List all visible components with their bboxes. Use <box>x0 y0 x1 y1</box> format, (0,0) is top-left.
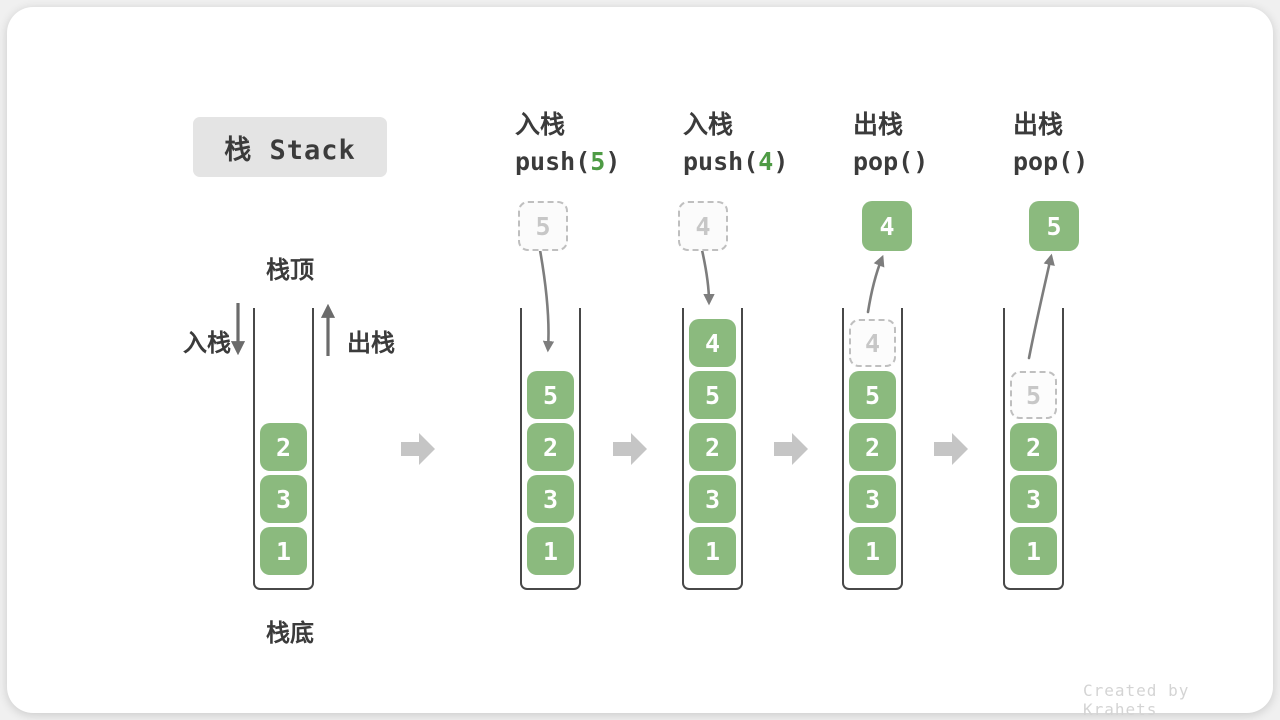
operation-label: 入栈 push(5) <box>515 110 695 177</box>
stack-item: 1 <box>1010 527 1057 575</box>
stack-item: 5 <box>689 371 736 419</box>
stack-item-ghost: 4 <box>849 319 896 367</box>
stack-item: 5 <box>849 371 896 419</box>
stack-item: 3 <box>260 475 307 523</box>
watermark: Created by Krahets <box>1083 681 1190 719</box>
pop-4-arrow <box>866 254 885 314</box>
operation-code-text: pop() <box>853 147 929 176</box>
stack-item: 1 <box>849 527 896 575</box>
stack-container-after-push-4 <box>682 308 743 590</box>
operation-code: pop() <box>853 147 1033 177</box>
operation-code: pop() <box>1013 147 1193 177</box>
next-state-arrow <box>613 433 647 465</box>
operation-label: 入栈 push(4) <box>683 110 863 177</box>
stack-container-after-pop-4 <box>842 308 903 590</box>
operation-code-text: pop() <box>1013 147 1089 176</box>
push-4-arrow <box>700 248 715 306</box>
stack-item: 4 <box>689 319 736 367</box>
stack-item: 3 <box>1010 475 1057 523</box>
incoming-item: 4 <box>678 201 728 251</box>
operation-code-text: push( <box>683 147 759 176</box>
stack-item: 3 <box>849 475 896 523</box>
title-badge: 栈 Stack <box>193 117 387 177</box>
pop-side-label: 出栈 <box>347 330 395 357</box>
operation-code-argument: 4 <box>758 147 774 176</box>
stack-item: 5 <box>527 371 574 419</box>
stack-item: 2 <box>1010 423 1057 471</box>
stack-item: 1 <box>260 527 307 575</box>
operation-name: 入栈 <box>683 111 734 139</box>
operation-name: 出栈 <box>853 111 904 139</box>
stack-bottom-label: 栈底 <box>266 620 314 647</box>
popped-item: 4 <box>862 201 912 251</box>
operation-code-text: push( <box>515 147 591 176</box>
incoming-item: 5 <box>518 201 568 251</box>
next-state-arrow <box>934 433 968 465</box>
next-state-arrow <box>774 433 808 465</box>
operation-code: push(5) <box>515 147 695 177</box>
operation-label: 出栈 pop() <box>1013 110 1193 177</box>
stack-item-ghost: 5 <box>1010 371 1057 419</box>
stack-item: 2 <box>527 423 574 471</box>
stack-item: 2 <box>849 423 896 471</box>
stack-container-initial <box>253 308 314 590</box>
next-state-arrow <box>401 433 435 465</box>
operation-name: 入栈 <box>515 111 566 139</box>
operation-code: push(4) <box>683 147 863 177</box>
stack-item: 2 <box>689 423 736 471</box>
operation-code-text: ) <box>605 147 621 176</box>
stack-item: 3 <box>527 475 574 523</box>
operation-code-argument: 5 <box>590 147 606 176</box>
stack-item: 3 <box>689 475 736 523</box>
operation-code-text: ) <box>773 147 789 176</box>
stack-item: 1 <box>689 527 736 575</box>
popped-item: 5 <box>1029 201 1079 251</box>
operation-label: 出栈 pop() <box>853 110 1033 177</box>
stack-item: 1 <box>527 527 574 575</box>
stack-container-after-pop-5 <box>1003 308 1064 590</box>
stack-item: 2 <box>260 423 307 471</box>
stack-top-label: 栈顶 <box>266 257 314 284</box>
operation-name: 出栈 <box>1013 111 1064 139</box>
push-side-label: 入栈 <box>183 330 231 357</box>
stack-container-after-push-5 <box>520 308 581 590</box>
